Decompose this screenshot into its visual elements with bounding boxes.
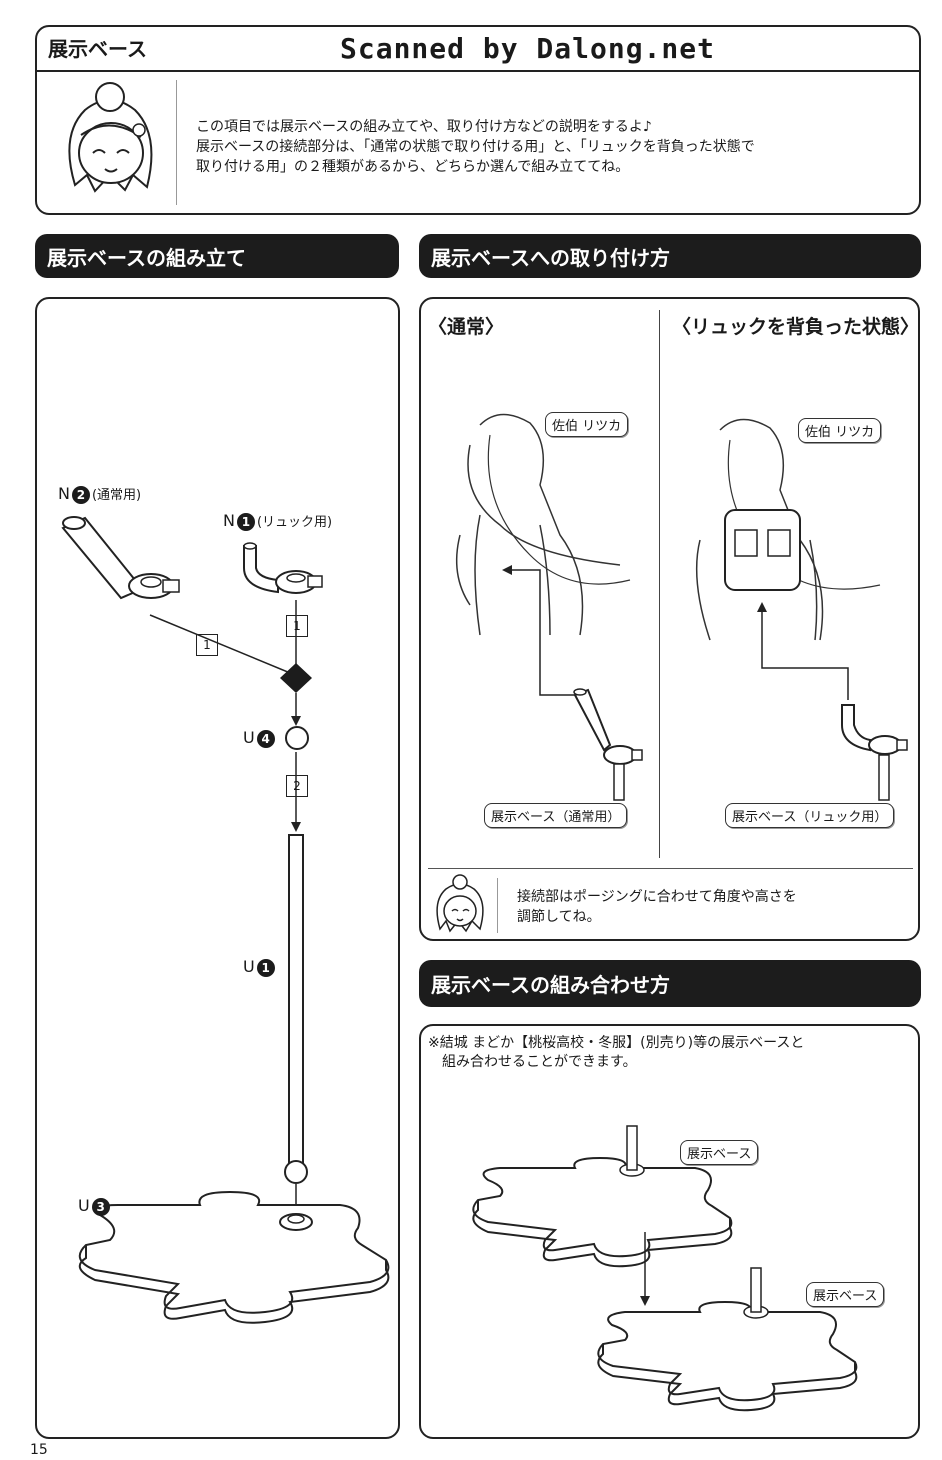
watermark: Scanned by Dalong.net (340, 32, 716, 65)
base-backpack-label: 展示ベース（リュック用） (725, 803, 895, 828)
attach-tip: 接続部はポージングに合わせて角度や高さを 調節してね。 (517, 887, 797, 927)
part-n2-icon (61, 516, 180, 600)
part-u4-number: 4 (256, 729, 275, 748)
attach-tip-divider (428, 868, 913, 869)
figure-backpack-icon (695, 418, 881, 641)
header-box (35, 25, 921, 215)
attach-title: 展示ベースへの取り付け方 (431, 245, 670, 270)
part-n2-number: 2 (71, 485, 90, 504)
part-n1-letter: N (223, 511, 235, 530)
attach-box (419, 297, 920, 941)
combine-banner: 展示ベースの組み合わせ方 (419, 960, 921, 1007)
assembly-banner: 展示ベースの組み立て (35, 234, 399, 278)
mascot-small-icon (436, 874, 484, 933)
part-n1-note: (リュック用) (256, 515, 333, 530)
combine-note-line-1: ※結城 まどか【桃桜高校・冬服】(別売り)等の展示ベースと (428, 1035, 805, 1051)
backpack-heading: 〈リュックを背負った状態〉 (672, 316, 920, 338)
normal-heading: 〈通常〉 (428, 316, 505, 338)
attach-divider (659, 310, 660, 858)
part-u3-number: 3 (91, 1197, 110, 1216)
attach-tip-line-1: 接続部はポージングに合わせて角度や高さを (517, 889, 797, 905)
combine-note-line-2: 組み合わせることができます。 (442, 1054, 637, 1070)
intro-line-2: 展示ベースの接続部分は、「通常の状態で取り付ける用」と、「リュックを背負った状態… (196, 139, 755, 155)
attach-tip-line-2: 調節してね。 (517, 909, 601, 925)
combine-title: 展示ベースの組み合わせ方 (431, 973, 670, 997)
assembly-step1-hex-b: 1 (286, 615, 308, 637)
mascot-tip-divider (497, 878, 498, 933)
combine-base-label-lower: 展示ベース (806, 1282, 885, 1307)
intro-line-1: この項目では展示ベースの組み立てや、取り付け方などの説明をするよ♪ (196, 119, 652, 135)
combine-base-label-upper: 展示ベース (680, 1140, 759, 1165)
section-label: 展示ベース (48, 37, 147, 61)
assembly-step2-hex: 2 (286, 775, 308, 797)
character-name-normal: 佐伯 リツカ (545, 412, 629, 437)
page-number: 15 (30, 1442, 48, 1458)
part-u4-letter: U (243, 728, 255, 747)
part-n2-letter: N (58, 484, 70, 503)
combine-note: ※結城 まどか【桃桜高校・冬服】(別売り)等の展示ベースと 組み合わせることがで… (428, 1034, 804, 1072)
character-name-backpack: 佐伯 リツカ (798, 418, 882, 443)
intro-line-3: 取り付ける用」の２種類があるから、どちらか選んで組み立ててね。 (196, 159, 630, 175)
header-vertical-divider (176, 80, 177, 205)
part-n1-number: 1 (236, 512, 255, 531)
assembly-title: 展示ベースの組み立て (47, 245, 246, 270)
mascot-face-icon (68, 82, 153, 193)
base-normal-label: 展示ベース（通常用） (484, 803, 628, 828)
part-n2-note: (通常用) (91, 488, 142, 503)
intro-text: この項目では展示ベースの組み立てや、取り付け方などの説明をするよ♪ 展示ベースの… (196, 117, 755, 177)
header-divider (36, 70, 920, 72)
part-u1-letter: U (243, 957, 255, 976)
part-n1-icon (243, 542, 323, 594)
figure-normal-icon (455, 413, 631, 636)
attach-banner: 展示ベースへの取り付け方 (419, 234, 921, 278)
part-u1-number: 1 (256, 958, 275, 977)
assembly-step1-hex-a: 1 (196, 634, 218, 656)
part-u3-letter: U (78, 1196, 90, 1215)
